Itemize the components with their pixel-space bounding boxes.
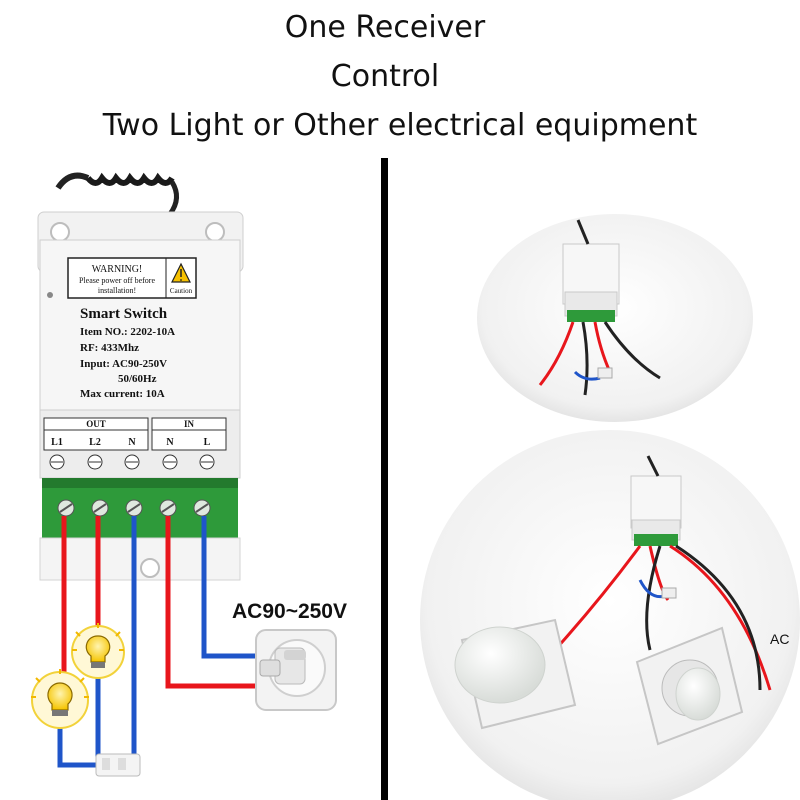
out-label: OUT: [86, 419, 106, 429]
item-number: Item NO.: 2202-10A: [80, 326, 175, 338]
warning-line-1: Please power off before: [79, 276, 155, 285]
wire-connector: [95, 753, 141, 777]
rf-frequency: RF: 433Mhz: [80, 342, 139, 354]
in-label: IN: [184, 419, 195, 429]
max-current: Max current: 10A: [80, 388, 165, 400]
mains-frequency: 50/60Hz: [118, 373, 157, 385]
headline-line-3: Two Light or Other electrical equipment: [102, 108, 698, 143]
warning-title: WARNING!: [92, 264, 143, 275]
headline-line-1: One Receiver: [284, 10, 486, 45]
smart-switch-module: WARNING! Please power off before install…: [37, 211, 244, 581]
bulb-icon: [71, 623, 125, 679]
screw-icon: [49, 454, 215, 470]
terminal-label-in-n: N: [166, 437, 174, 448]
wiring-diagram: [57, 516, 262, 768]
product-name: Smart Switch: [80, 306, 168, 322]
headline-line-2: Control: [330, 59, 440, 94]
bulb-icon: [31, 669, 89, 729]
caution-label: Caution: [170, 287, 193, 295]
caution-icon: [171, 262, 191, 283]
terminal-label-l: L: [204, 437, 211, 448]
center-divider: [381, 158, 388, 800]
terminal-label-l1: L1: [51, 437, 63, 448]
terminal-label-out-n: N: [128, 437, 136, 448]
photo-single-module: [477, 214, 753, 422]
warning-line-2: installation!: [98, 286, 136, 295]
voltage-label: AC90~250V: [232, 600, 347, 623]
antenna-icon: [55, 172, 179, 216]
input-voltage: Input: AC90-250V: [80, 358, 167, 370]
plug-icon: [255, 629, 337, 711]
photo-wired-lamps: [420, 430, 800, 800]
ac-label: AC: [770, 631, 789, 647]
terminal-label-l2: L2: [89, 437, 101, 448]
